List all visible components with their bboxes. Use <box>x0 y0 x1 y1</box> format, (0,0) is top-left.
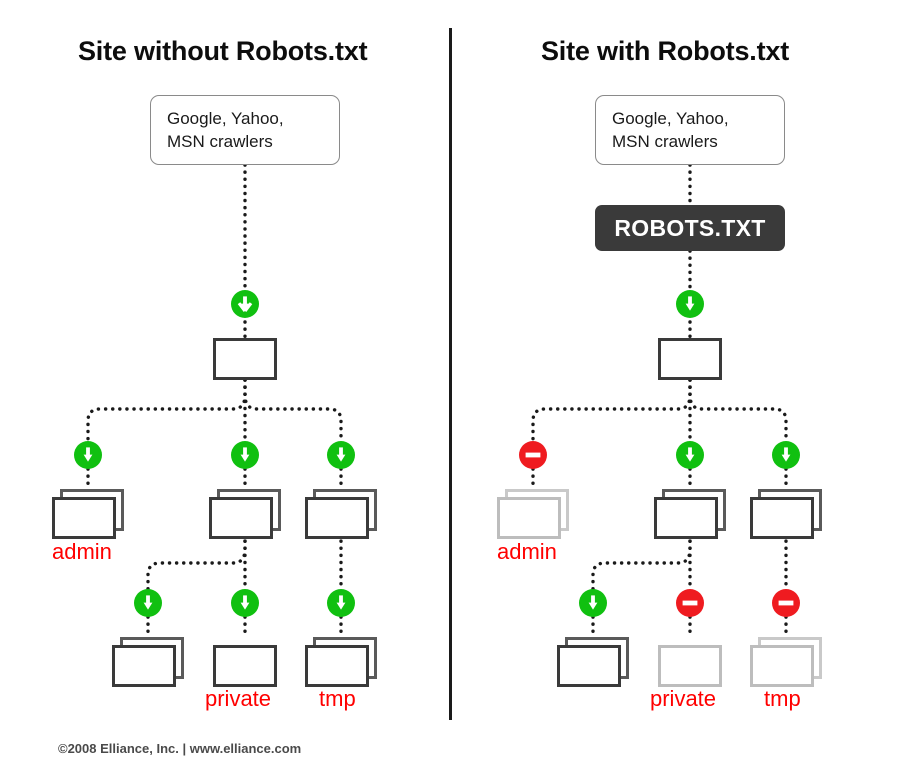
block-icon-admin-right[interactable] <box>519 441 547 469</box>
crawler-line-2: MSN crawlers <box>167 132 273 151</box>
allow-icon-mid-right[interactable] <box>676 441 704 469</box>
down-arrow-icon <box>588 595 598 610</box>
page-front <box>213 645 277 687</box>
node-label-admin-right: admin <box>497 539 557 564</box>
crawler-box-left: Google, Yahoo, MSN crawlers <box>150 95 340 165</box>
panel-divider <box>449 28 452 720</box>
down-arrow-icon <box>685 447 695 462</box>
allow-icon-tmp-left[interactable] <box>327 589 355 617</box>
page-front <box>658 645 722 687</box>
page-node-private-right[interactable] <box>658 635 736 687</box>
allow-icon-right-right[interactable] <box>772 441 800 469</box>
no-entry-icon <box>682 600 698 606</box>
allow-icon-root-left[interactable] <box>231 290 259 318</box>
page-front <box>557 645 621 687</box>
crawler-box-left-text: Google, Yahoo, MSN crawlers <box>167 107 284 153</box>
page-node-right-left[interactable] <box>305 487 383 539</box>
copyright-footer: ©2008 Elliance, Inc. | www.elliance.com <box>58 741 302 756</box>
allow-icon-l3-a-right[interactable] <box>579 589 607 617</box>
page-node-l3-a-right[interactable] <box>557 635 635 687</box>
crawler-box-right-text: Google, Yahoo, MSN crawlers <box>612 107 729 153</box>
page-front <box>497 497 561 539</box>
down-arrow-icon <box>143 595 153 610</box>
page-node-mid-right[interactable] <box>654 487 732 539</box>
crawler-line-1: Google, Yahoo, <box>167 109 284 128</box>
down-arrow-icon <box>781 447 791 462</box>
page-node-mid-left[interactable] <box>209 487 287 539</box>
crawler-box-right: Google, Yahoo, MSN crawlers <box>595 95 785 165</box>
no-entry-icon <box>525 452 541 458</box>
page-front <box>305 497 369 539</box>
allow-icon-mid-left[interactable] <box>231 441 259 469</box>
down-arrow-icon <box>237 296 253 312</box>
page-node-right-right[interactable] <box>750 487 828 539</box>
allow-icon-right-left[interactable] <box>327 441 355 469</box>
page-front <box>209 497 273 539</box>
page-node-private-left[interactable] <box>213 635 291 687</box>
block-icon-tmp-right[interactable] <box>772 589 800 617</box>
allow-icon-private-left[interactable] <box>231 589 259 617</box>
robots-txt-label: ROBOTS.TXT <box>614 214 766 241</box>
page-node-l3-a-left[interactable] <box>112 635 190 687</box>
page-front <box>750 645 814 687</box>
page-node-admin-left[interactable] <box>52 487 130 539</box>
robots-txt-box[interactable]: ROBOTS.TXT <box>595 205 785 251</box>
down-arrow-icon <box>240 595 250 610</box>
page-front <box>112 645 176 687</box>
root-node-left[interactable] <box>213 338 277 380</box>
down-arrow-icon <box>240 447 250 462</box>
page-front <box>654 497 718 539</box>
page-front <box>305 645 369 687</box>
root-node-right[interactable] <box>658 338 722 380</box>
node-label-tmp-right: tmp <box>764 686 801 711</box>
down-arrow-icon <box>336 595 346 610</box>
page-front <box>52 497 116 539</box>
block-icon-private-right[interactable] <box>676 589 704 617</box>
panel-title-without-robots: Site without Robots.txt <box>78 36 368 66</box>
node-label-admin-left: admin <box>52 539 112 564</box>
crawler-line-1: Google, Yahoo, <box>612 109 729 128</box>
panel-title-with-robots: Site with Robots.txt <box>541 36 789 66</box>
node-label-private-right: private <box>650 686 717 711</box>
allow-icon-admin-left[interactable] <box>74 441 102 469</box>
page-node-tmp-left[interactable] <box>305 635 383 687</box>
down-arrow-icon <box>83 447 93 462</box>
allow-icon-l3-a-left[interactable] <box>134 589 162 617</box>
page-front <box>750 497 814 539</box>
allow-icon-root-right[interactable] <box>676 290 704 318</box>
down-arrow-icon <box>685 296 695 311</box>
no-entry-icon <box>778 600 794 606</box>
down-arrow-icon <box>336 447 346 462</box>
crawler-line-2: MSN crawlers <box>612 132 718 151</box>
node-label-private-left: private <box>205 686 272 711</box>
page-node-tmp-right[interactable] <box>750 635 828 687</box>
page-node-admin-right[interactable] <box>497 487 575 539</box>
node-label-tmp-left: tmp <box>319 686 356 711</box>
